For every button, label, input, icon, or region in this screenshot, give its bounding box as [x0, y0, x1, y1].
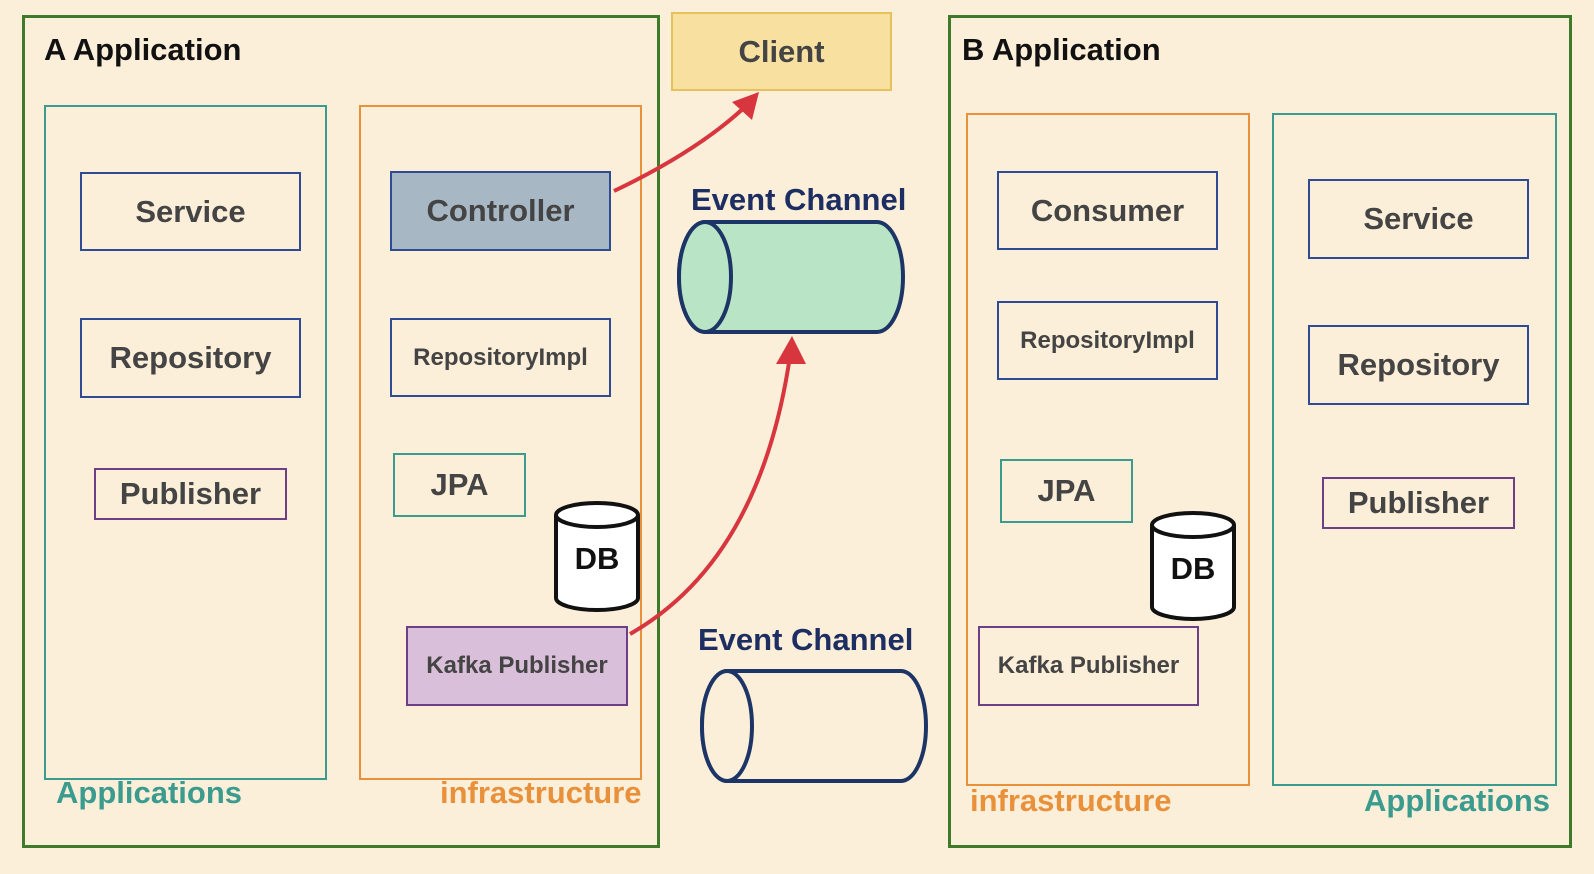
app-b-infrastructure-layer — [966, 113, 1250, 786]
app-a-publisher-box: Publisher — [94, 468, 287, 520]
event-channel-1-cylinder — [677, 220, 905, 334]
app-a-db-icon — [554, 501, 640, 612]
app-a-kafka-publisher-box: Kafka Publisher — [406, 626, 628, 706]
app-b-frame — [948, 15, 1572, 848]
app-a-repository-impl-box: RepositoryImpl — [390, 318, 611, 397]
app-a-jpa-box: JPA — [393, 453, 526, 517]
app-b-kafka-publisher-box: Kafka Publisher — [978, 626, 1199, 706]
app-a-frame — [22, 15, 660, 848]
app-b-consumer-box: Consumer — [997, 171, 1218, 250]
app-a-db-label: DB — [574, 541, 620, 576]
app-a-controller-box: Controller — [390, 171, 611, 251]
client-box: Client — [671, 12, 892, 91]
app-b-jpa-box: JPA — [1000, 459, 1133, 523]
app-b-repository-box: Repository — [1308, 325, 1529, 405]
app-a-service-box: Service — [80, 172, 301, 251]
app-b-repository-impl-box: RepositoryImpl — [997, 301, 1218, 380]
arrow-controller-to-client — [613, 92, 759, 193]
app-a-infrastructure-layer — [359, 105, 642, 780]
app-b-publisher-box: Publisher — [1322, 477, 1515, 529]
app-b-applications-layer — [1272, 113, 1557, 786]
app-a-applications-layer — [44, 105, 327, 780]
app-b-applications-label: Applications — [1364, 783, 1551, 818]
app-b-title: B Application — [962, 32, 1161, 67]
app-b-infrastructure-label: infrastructure — [970, 783, 1172, 818]
app-a-infrastructure-label: infrastructure — [440, 775, 642, 810]
event-channel-2-title: Event Channel — [698, 622, 914, 657]
arrow-kafka-to-channel — [629, 336, 806, 636]
app-a-applications-label: Applications — [56, 775, 243, 810]
app-a-repository-box: Repository — [80, 318, 301, 398]
app-b-service-box: Service — [1308, 179, 1529, 259]
app-b-db-label: DB — [1170, 551, 1216, 586]
app-a-title: A Application — [44, 32, 242, 67]
event-channel-1-title: Event Channel — [691, 182, 907, 217]
app-b-db-icon — [1150, 511, 1236, 621]
event-channel-2-cylinder — [700, 669, 928, 783]
